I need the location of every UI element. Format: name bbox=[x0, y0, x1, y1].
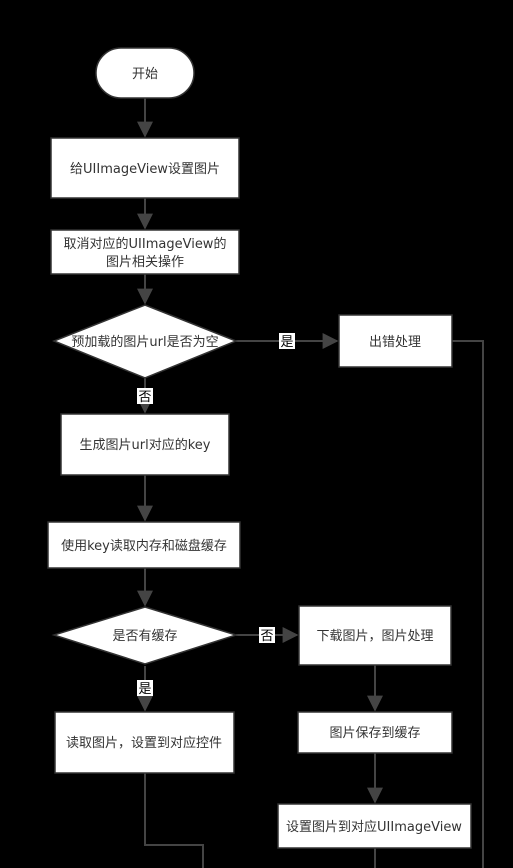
gen-key-box bbox=[60, 413, 230, 476]
set-image-label: 给UIImageView设置图片 bbox=[70, 162, 220, 177]
save-cache-label: 图片保存到缓存 bbox=[329, 726, 420, 741]
label-cache-yes: 是 bbox=[138, 682, 151, 697]
label-bg-url-yes bbox=[279, 333, 295, 349]
check-url-diamond bbox=[51, 304, 239, 379]
read-cache-label: 使用key读取内存和磁盘缓存 bbox=[61, 538, 227, 554]
has-cache-label: 是否有缓存 bbox=[112, 629, 177, 644]
edge-error-down bbox=[452, 340, 484, 868]
label-bg-cache-no bbox=[259, 627, 275, 643]
edges bbox=[137, 98, 484, 868]
node-save-cache[interactable]: 图片保存到缓存 bbox=[297, 711, 453, 754]
label-cache-no: 否 bbox=[260, 629, 273, 644]
cancel-ops-label-line2: 图片相关操作 bbox=[106, 254, 184, 270]
start-terminal bbox=[95, 47, 195, 99]
download-label: 下载图片，图片处理 bbox=[316, 629, 433, 644]
edge-labels: 是 否 否 是 bbox=[137, 333, 295, 697]
node-download[interactable]: 下载图片，图片处理 bbox=[298, 605, 452, 666]
node-start[interactable]: 开始 bbox=[95, 47, 195, 99]
error-handling-box bbox=[338, 314, 453, 368]
node-set-image[interactable]: 给UIImageView设置图片 bbox=[50, 137, 240, 199]
error-handling-label: 出错处理 bbox=[369, 335, 421, 350]
node-read-cache[interactable]: 使用key读取内存和磁盘缓存 bbox=[47, 521, 241, 569]
check-url-label: 预加载的图片url是否为空 bbox=[71, 334, 218, 350]
download-box bbox=[298, 605, 452, 666]
node-error-handling[interactable]: 出错处理 bbox=[338, 314, 453, 368]
node-read-image[interactable]: 读取图片，设置到对应控件 bbox=[54, 711, 235, 774]
node-check-url[interactable]: 预加载的图片url是否为空 bbox=[51, 304, 239, 379]
read-cache-box bbox=[47, 521, 241, 569]
node-gen-key[interactable]: 生成图片url对应的key bbox=[60, 413, 230, 476]
label-url-empty-yes: 是 bbox=[280, 335, 293, 350]
set-to-view-box bbox=[277, 803, 472, 849]
node-cancel-ops[interactable]: 取消对应的UIImageView的 图片相关操作 bbox=[50, 229, 240, 275]
read-image-label: 读取图片，设置到对应控件 bbox=[66, 735, 222, 751]
edge-read-image-down bbox=[144, 773, 204, 868]
set-to-view-label: 设置图片到对应UIImageView bbox=[286, 819, 462, 835]
cancel-ops-box bbox=[50, 229, 240, 275]
cancel-ops-label-line1: 取消对应的UIImageView的 bbox=[64, 236, 227, 252]
save-cache-box bbox=[297, 711, 453, 754]
node-has-cache[interactable]: 是否有缓存 bbox=[51, 606, 239, 665]
has-cache-diamond bbox=[51, 606, 239, 665]
label-bg-url-no bbox=[137, 388, 153, 404]
label-url-empty-no: 否 bbox=[138, 390, 151, 405]
label-bg-cache-yes bbox=[137, 680, 153, 696]
gen-key-label: 生成图片url对应的key bbox=[80, 437, 211, 453]
start-label: 开始 bbox=[132, 67, 158, 82]
set-image-box bbox=[50, 137, 240, 199]
read-image-box bbox=[54, 711, 235, 774]
node-set-to-view[interactable]: 设置图片到对应UIImageView bbox=[277, 803, 472, 849]
